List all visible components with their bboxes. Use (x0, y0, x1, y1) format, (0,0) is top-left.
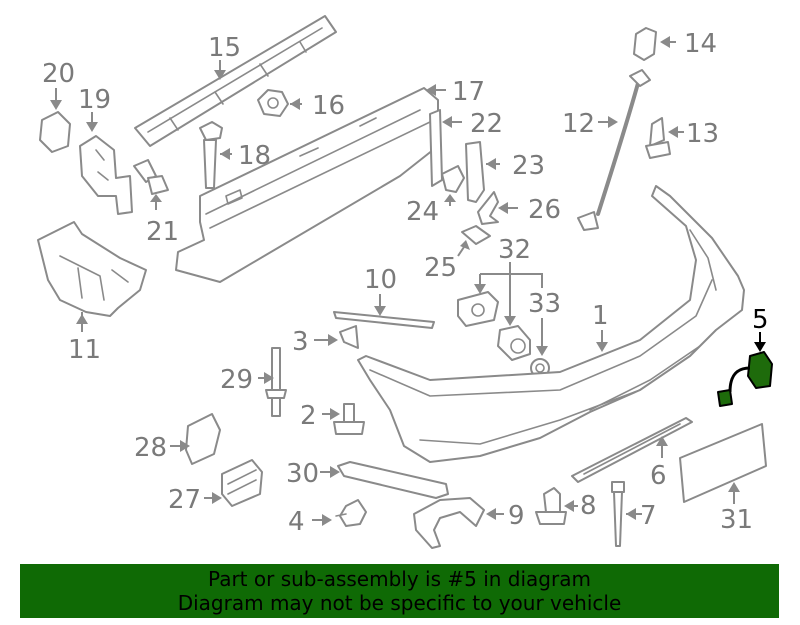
callout-27: 27 (168, 485, 201, 515)
part-32-sensor-bracket[interactable] (457, 291, 499, 327)
parts-diagram: 15 20 19 16 1 8 21 17 22 (37, 15, 773, 549)
part-29-rivet[interactable] (265, 347, 287, 417)
callout-22: 22 (470, 109, 503, 139)
part-30-molding[interactable] (337, 461, 449, 499)
part-23-bracket[interactable] (465, 141, 485, 203)
callout-32: 32 (498, 235, 531, 265)
part-14-module[interactable] (633, 27, 657, 61)
callout-17: 17 (452, 77, 485, 107)
part-17-absorber[interactable] (175, 87, 439, 283)
callout-26: 26 (528, 195, 561, 225)
callout-33: 33 (528, 289, 561, 319)
callout-15: 15 (208, 33, 241, 63)
callout-21: 21 (146, 217, 179, 247)
callout-19: 19 (78, 85, 111, 115)
part-12-harness[interactable] (577, 69, 651, 231)
callout-29: 29 (220, 365, 253, 395)
part-27-lamp[interactable] (221, 459, 263, 507)
part-1-bumper-cover[interactable] (357, 185, 745, 463)
part-18-bolt[interactable] (199, 121, 223, 189)
callout-28: 28 (134, 433, 167, 463)
callout-8: 8 (580, 491, 597, 521)
part-9-bracket[interactable] (413, 497, 485, 549)
callout-7: 7 (640, 501, 657, 531)
part-24-clip[interactable] (441, 165, 465, 193)
callout-10: 10 (364, 265, 397, 295)
callout-24: 24 (406, 197, 439, 227)
part-25-retainer[interactable] (461, 225, 491, 245)
part-22-trim-strip[interactable] (429, 109, 443, 187)
callout-9: 9 (508, 501, 525, 531)
part-19-bracket[interactable] (79, 135, 133, 215)
part-28-reflector[interactable] (185, 413, 221, 465)
footer-line-2: Diagram may not be specific to your vehi… (177, 591, 622, 615)
callout-6: 6 (650, 461, 667, 491)
part-11-side-bracket[interactable] (37, 221, 147, 317)
part-13-clip[interactable] (645, 117, 671, 159)
part-20-gasket[interactable] (39, 111, 71, 153)
callout-4: 4 (288, 507, 305, 537)
callout-5: 5 (752, 305, 769, 335)
callout-11: 11 (68, 335, 101, 365)
part-4-push-pin[interactable] (335, 499, 367, 527)
callout-3: 3 (292, 327, 309, 357)
callout-20: 20 (42, 59, 75, 89)
part-10-molding[interactable] (333, 311, 435, 329)
part-8-screw[interactable] (535, 487, 567, 525)
part-15-reinforcement[interactable] (134, 15, 337, 147)
callout-30: 30 (286, 459, 319, 489)
part-21-screw[interactable] (133, 159, 169, 195)
callout-1: 1 (592, 301, 609, 331)
part-32-sensor[interactable] (497, 325, 531, 361)
part-16-nut[interactable] (257, 89, 289, 117)
part-3-bracket[interactable] (339, 325, 359, 349)
part-2-screw[interactable] (333, 403, 365, 435)
callout-14: 14 (684, 29, 717, 59)
callout-13: 13 (686, 119, 719, 149)
part-31-license-plate[interactable] (679, 423, 767, 503)
part-7-stud[interactable] (611, 481, 625, 547)
callout-25: 25 (424, 253, 457, 283)
callout-31: 31 (720, 505, 753, 535)
callout-23: 23 (512, 151, 545, 181)
footer-banner: Part or sub-assembly is #5 in diagram Di… (20, 564, 779, 618)
callout-12: 12 (562, 109, 595, 139)
part-26-bracket[interactable] (477, 191, 499, 225)
callout-16: 16 (312, 91, 345, 121)
part-6-lower-strip[interactable] (571, 417, 693, 483)
callout-2: 2 (300, 401, 317, 431)
footer-line-1: Part or sub-assembly is #5 in diagram (208, 567, 591, 591)
part-5-highlighted-sensor[interactable] (717, 351, 773, 407)
